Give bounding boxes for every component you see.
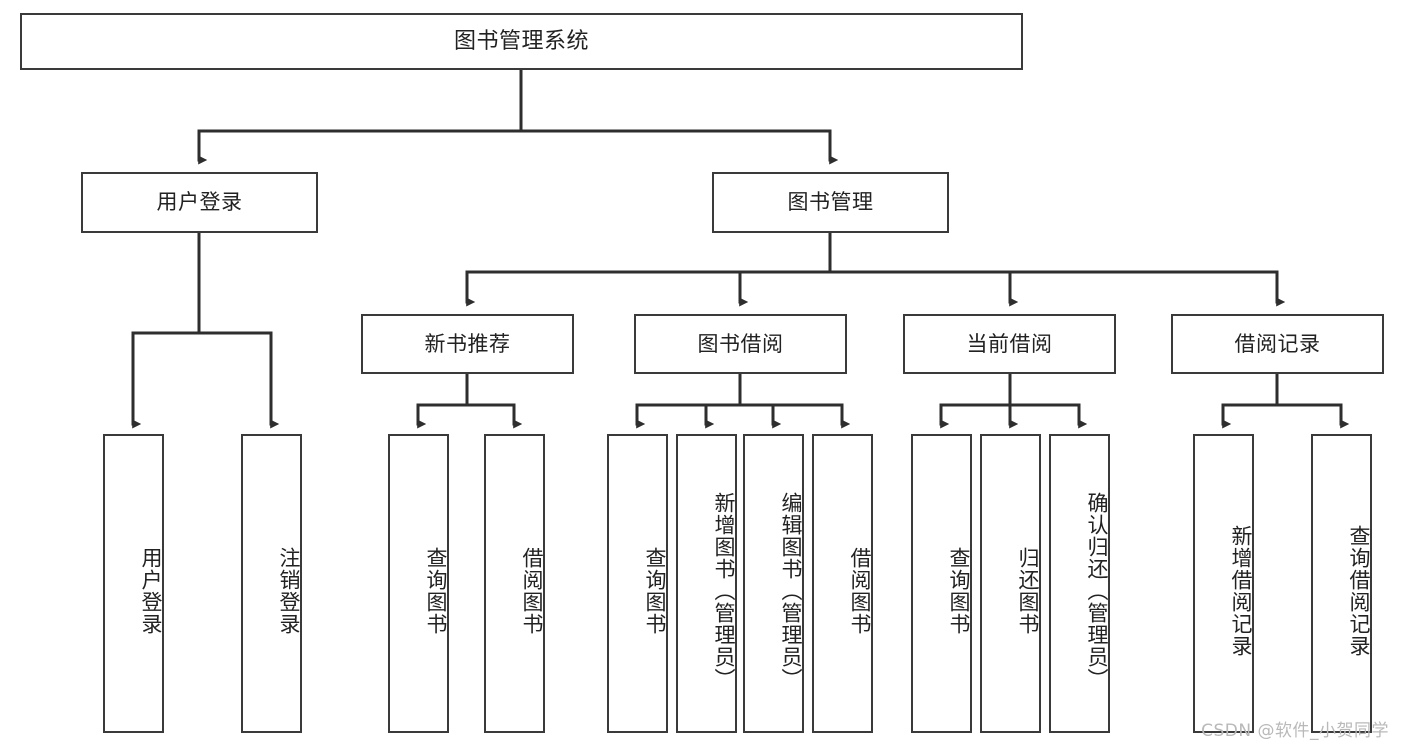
node-label: 借阅记录 xyxy=(1234,331,1321,356)
node-label: 查询借阅记录 xyxy=(1347,524,1371,657)
node-leaf-confirm-return[interactable]: 确认归还（管理员） xyxy=(1049,434,1110,733)
node-leaf-borrow-book-2[interactable]: 借阅图书 xyxy=(812,434,873,733)
node-label: 查询图书 xyxy=(947,546,971,635)
node-label: 新增图书（管理员） xyxy=(712,491,736,690)
node-user-login[interactable]: 用户登录 xyxy=(81,172,318,233)
node-current-borrow[interactable]: 当前借阅 xyxy=(903,314,1116,374)
node-leaf-add-record[interactable]: 新增借阅记录 xyxy=(1193,434,1254,733)
node-leaf-logout[interactable]: 注销登录 xyxy=(241,434,302,733)
node-leaf-borrow-book-1[interactable]: 借阅图书 xyxy=(484,434,545,733)
watermark: CSDN @软件_小贺同学 xyxy=(1201,721,1389,741)
node-label: 当前借阅 xyxy=(966,331,1053,356)
node-leaf-query-book-1[interactable]: 查询图书 xyxy=(388,434,449,733)
node-book-borrow[interactable]: 图书借阅 xyxy=(634,314,847,374)
node-leaf-query-book-3[interactable]: 查询图书 xyxy=(911,434,972,733)
node-label: 新增借阅记录 xyxy=(1229,524,1253,657)
node-borrow-record[interactable]: 借阅记录 xyxy=(1171,314,1384,374)
node-label: 查询图书 xyxy=(424,546,448,635)
node-root-system[interactable]: 图书管理系统 xyxy=(20,13,1023,70)
node-book-management[interactable]: 图书管理 xyxy=(712,172,949,233)
node-label: 用户登录 xyxy=(139,546,163,635)
node-label: 查询图书 xyxy=(643,546,667,635)
node-leaf-return-book[interactable]: 归还图书 xyxy=(980,434,1041,733)
node-leaf-query-record[interactable]: 查询借阅记录 xyxy=(1311,434,1372,733)
node-label: 新书推荐 xyxy=(424,331,511,356)
node-leaf-query-book-2[interactable]: 查询图书 xyxy=(607,434,668,733)
node-label: 归还图书 xyxy=(1016,546,1040,635)
node-label: 确认归还（管理员） xyxy=(1085,491,1109,690)
node-label: 借阅图书 xyxy=(520,546,544,635)
node-label: 编辑图书（管理员） xyxy=(779,491,803,690)
node-label: 图书管理 xyxy=(787,190,874,215)
node-label: 借阅图书 xyxy=(848,546,872,635)
node-label: 用户登录 xyxy=(156,190,243,215)
node-leaf-edit-book[interactable]: 编辑图书（管理员） xyxy=(743,434,804,733)
node-label: 图书借阅 xyxy=(697,331,784,356)
node-leaf-add-book[interactable]: 新增图书（管理员） xyxy=(676,434,737,733)
node-label: 图书管理系统 xyxy=(453,28,589,54)
node-new-book-recommend[interactable]: 新书推荐 xyxy=(361,314,574,374)
node-label: 注销登录 xyxy=(277,546,301,635)
node-leaf-user-login[interactable]: 用户登录 xyxy=(103,434,164,733)
